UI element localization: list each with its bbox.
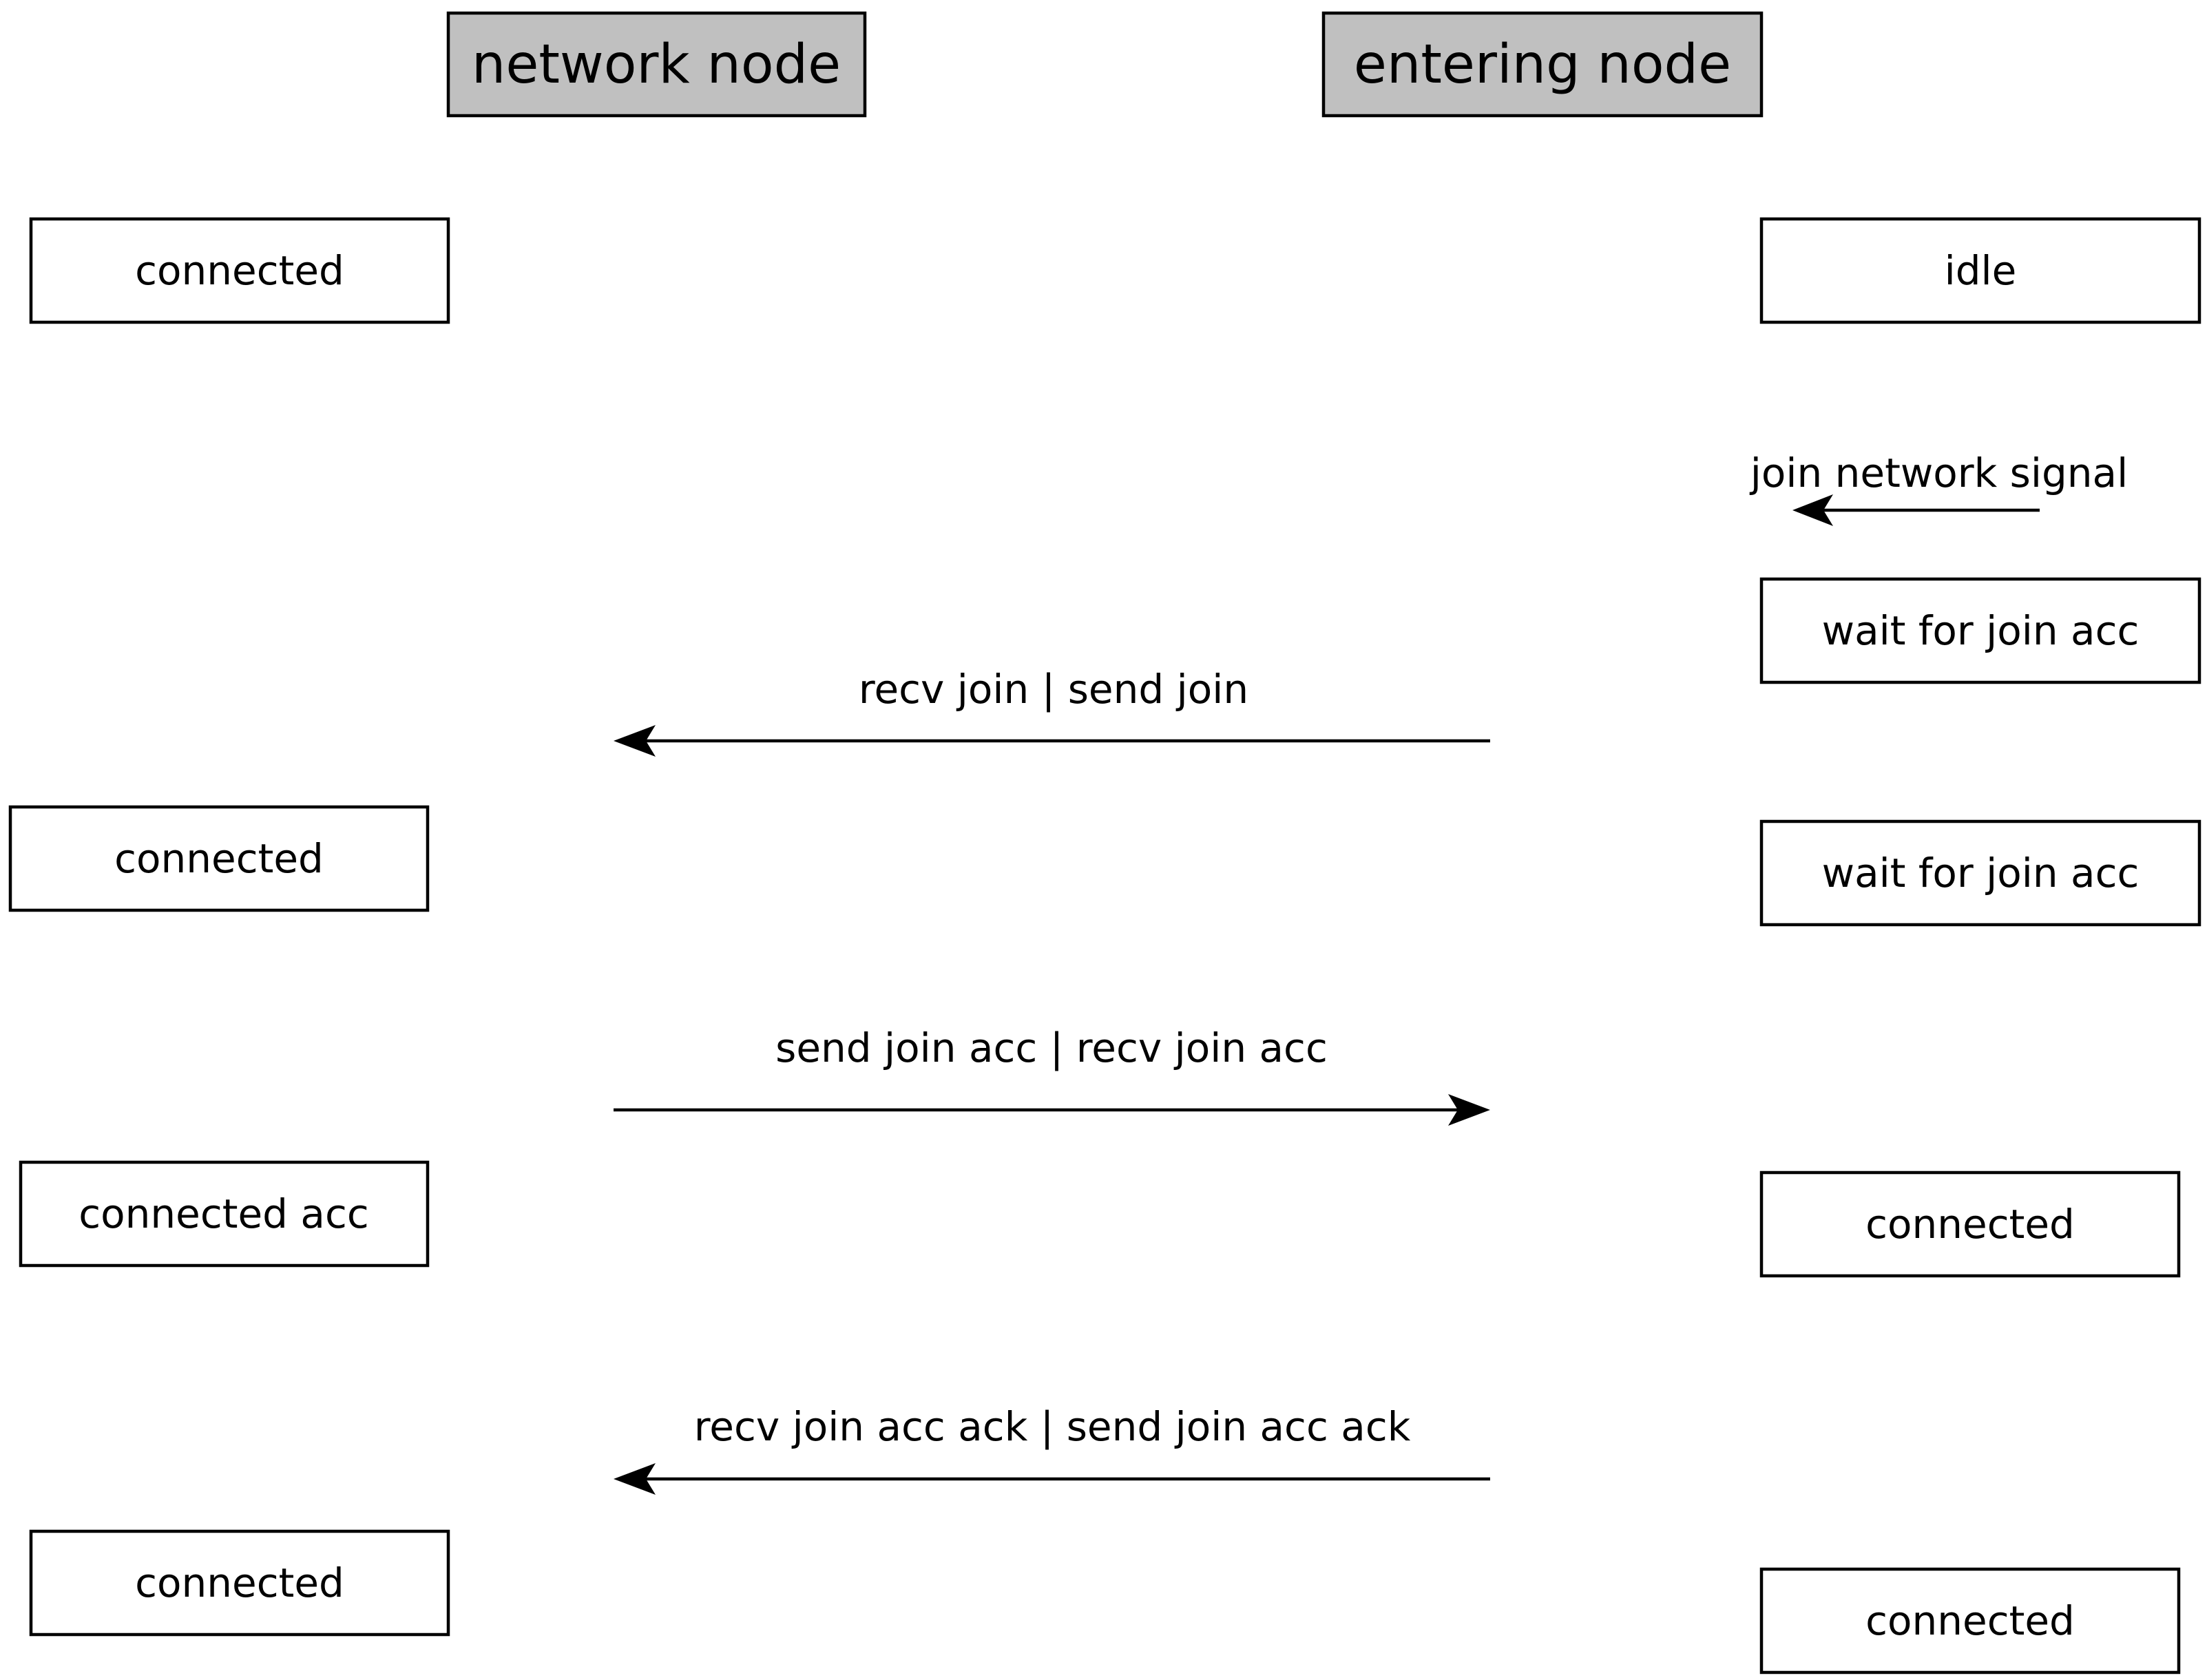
entering-state-box: connected (1759, 1567, 2181, 1674)
header-entering-node-label: entering node (1354, 34, 1731, 96)
message-arrow-head (614, 1463, 656, 1495)
entering-state-box: wait for join acc (1759, 819, 2201, 927)
message-arrow-head (1448, 1094, 1490, 1126)
message-label: send join acc | recv join acc (775, 1025, 1328, 1071)
network-state-box: connected acc (19, 1160, 430, 1268)
message-arrow: send join acc | recv join acc (614, 1025, 1490, 1126)
message-label: recv join | send join (859, 666, 1248, 713)
join-network-signal-label: join network signal (1749, 450, 2128, 496)
entering-state-label: connected (1865, 1597, 2075, 1644)
join-network-signal: join network signal (1749, 450, 2128, 526)
message-label: recv join acc ack | send join acc ack (694, 1403, 1411, 1450)
message-arrow: recv join | send join (614, 666, 1490, 757)
network-state-label: connected (114, 835, 324, 882)
message-arrow-head (614, 725, 656, 757)
header-network-node: network node (446, 11, 867, 118)
entering-state-box: wait for join acc (1759, 577, 2201, 684)
entering-state-box: idle (1759, 217, 2201, 324)
network-state-box: connected (8, 805, 430, 912)
network-state-box: connected (29, 1529, 450, 1637)
network-state-box: connected (29, 217, 450, 324)
entering-state-label: wait for join acc (1822, 850, 2140, 896)
header-network-node-label: network node (472, 34, 841, 96)
network-state-label: connected acc (79, 1190, 368, 1237)
join-network-signal-arrow-head (1792, 494, 1833, 526)
entering-state-box: connected (1759, 1170, 2181, 1278)
entering-state-label: idle (1945, 247, 2017, 294)
message-arrow: recv join acc ack | send join acc ack (614, 1403, 1490, 1495)
header-entering-node: entering node (1321, 11, 1764, 118)
entering-state-label: connected (1865, 1201, 2075, 1248)
entering-state-label: wait for join acc (1822, 607, 2140, 654)
network-state-label: connected (135, 247, 344, 294)
network-state-label: connected (135, 1560, 344, 1606)
